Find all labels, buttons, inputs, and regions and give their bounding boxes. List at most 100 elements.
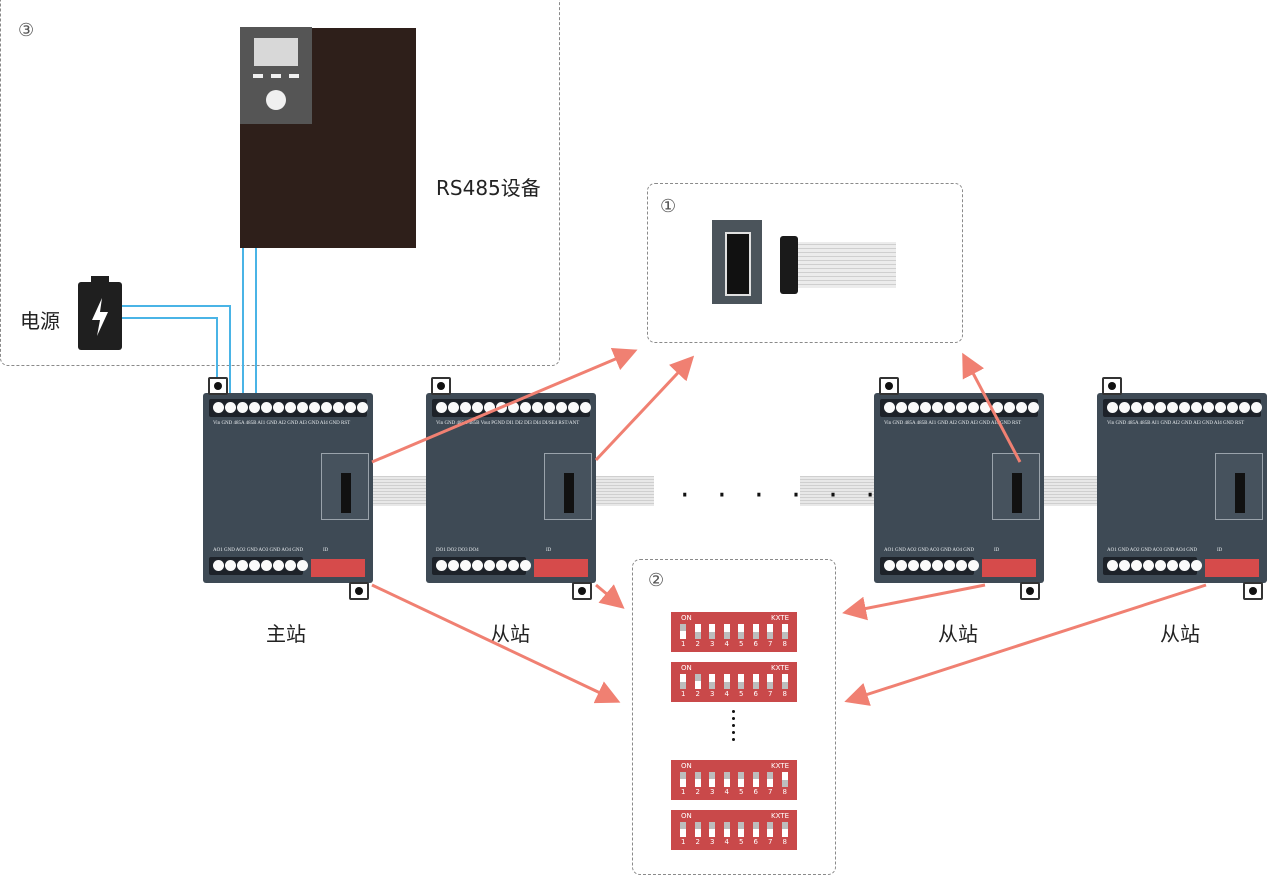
dip-toggle[interactable] [738,624,744,639]
bottom-pin-labels: AO1 GND AO2 GND AO3 GND AO4 GND [213,548,304,553]
dip-toggle[interactable] [680,772,686,787]
bottom-pin-labels: DO1 DO2 DO3 DO4 [436,548,479,553]
dip-toggle[interactable] [781,624,788,639]
dip-number: 5 [739,838,744,846]
dip-toggle[interactable] [680,822,686,837]
mounting-ear [1020,582,1040,600]
module-dip-switch[interactable] [534,559,588,577]
dip-toggle[interactable] [723,822,730,837]
top-pin-labels: Vin GND 485A 485B Vout PGND DI1 DI2 DI3 … [436,421,580,426]
dip-toggle[interactable] [694,772,701,787]
slave-label-3: 从站 [1160,622,1200,646]
dip-number: 2 [695,640,700,648]
dip-toggle[interactable] [781,822,788,837]
dip-toggle[interactable] [709,674,715,689]
module-dip-switch[interactable] [982,559,1036,577]
mounting-ear [879,377,899,395]
dip-number: 3 [710,788,715,796]
dip-toggle[interactable] [680,674,686,689]
dip-toggle[interactable] [767,822,773,837]
dip-number: 7 [768,640,773,648]
dip-toggle[interactable] [709,822,715,837]
ribbon-cable [372,476,430,506]
device-knob [266,90,286,110]
dip-toggle[interactable] [781,674,788,689]
mounting-ear [349,582,369,600]
dip-number: 5 [739,788,744,796]
slave-label-2: 从站 [938,622,978,646]
dip-number: 7 [768,690,773,698]
dip-number: 2 [695,690,700,698]
dip-toggle[interactable] [723,674,730,689]
dip-number: 1 [681,690,686,698]
dip-toggle[interactable] [723,772,730,787]
dip-number: 4 [724,838,729,846]
dip-brand: KXTE [771,664,789,672]
id-label: ID [1217,548,1223,553]
ribbon-cable [1040,476,1100,506]
dip-brand: KXTE [771,614,789,622]
ribbon-plug [341,473,351,513]
dip-number: 4 [724,788,729,796]
top-pin-labels: Vin GND 485A 485B AI1 GND AI2 GND AI3 GN… [1107,421,1245,426]
top-pin-labels: Vin GND 485A 485B AI1 GND AI2 GND AI3 GN… [884,421,1022,426]
top-pin-labels: Vin GND 485A 485B AI1 GND AI2 GND AI3 GN… [213,421,351,426]
dip-number: 7 [768,788,773,796]
master-label: 主站 [266,622,306,646]
dip-toggle[interactable] [781,772,788,787]
io-module-4: Vin GND 485A 485B AI1 GND AI2 GND AI3 GN… [1097,393,1267,583]
dip-toggle[interactable] [752,822,759,837]
dip-number: 6 [753,838,758,846]
dip-toggle[interactable] [738,772,744,787]
dip-number: 6 [753,640,758,648]
mounting-ear [431,377,451,395]
dip-on-label: ON [681,762,692,770]
ribbon-cable [800,476,874,506]
bottom-terminal-block [209,557,308,575]
dip-toggle[interactable] [752,624,759,639]
dip-toggle[interactable] [694,674,701,689]
dip-number: 3 [710,640,715,648]
mounting-ear [1102,377,1122,395]
id-label: ID [323,548,329,553]
dip-toggle[interactable] [709,624,715,639]
dip-toggle[interactable] [694,822,701,837]
dip-toggle[interactable] [723,624,730,639]
dip-toggle[interactable] [738,674,744,689]
dip-brand: KXTE [771,762,789,770]
rs485-region-box [0,0,560,366]
dip-toggle[interactable] [767,674,773,689]
top-terminal-block [1103,399,1262,417]
dip-number: 4 [724,640,729,648]
module-dip-switch[interactable] [311,559,365,577]
slave-label-1: 从站 [490,622,530,646]
dip-toggle[interactable] [752,772,759,787]
dip-number: 4 [724,690,729,698]
bottom-terminal-block [1103,557,1202,575]
bottom-terminal-block [432,557,531,575]
dip-toggle[interactable] [767,772,773,787]
dip-toggle[interactable] [680,624,686,639]
region-2-marker: ② [648,570,665,591]
dip-number: 1 [681,788,686,796]
dip-number: 5 [739,640,744,648]
battery-icon [78,282,122,350]
dip-toggle[interactable] [767,624,773,639]
module-ellipsis: · · · · · · [680,478,884,513]
top-terminal-block [880,399,1039,417]
ribbon-plug [1235,473,1245,513]
ribbon-plug [564,473,574,513]
power-label: 电源 [20,309,60,333]
dip-toggle[interactable] [738,822,744,837]
dip-toggle[interactable] [752,674,759,689]
module-dip-switch[interactable] [1205,559,1259,577]
dip-toggle[interactable] [709,772,715,787]
dip-number: 1 [681,640,686,648]
ribbon-cable [596,476,654,506]
dip-toggle[interactable] [694,624,701,639]
